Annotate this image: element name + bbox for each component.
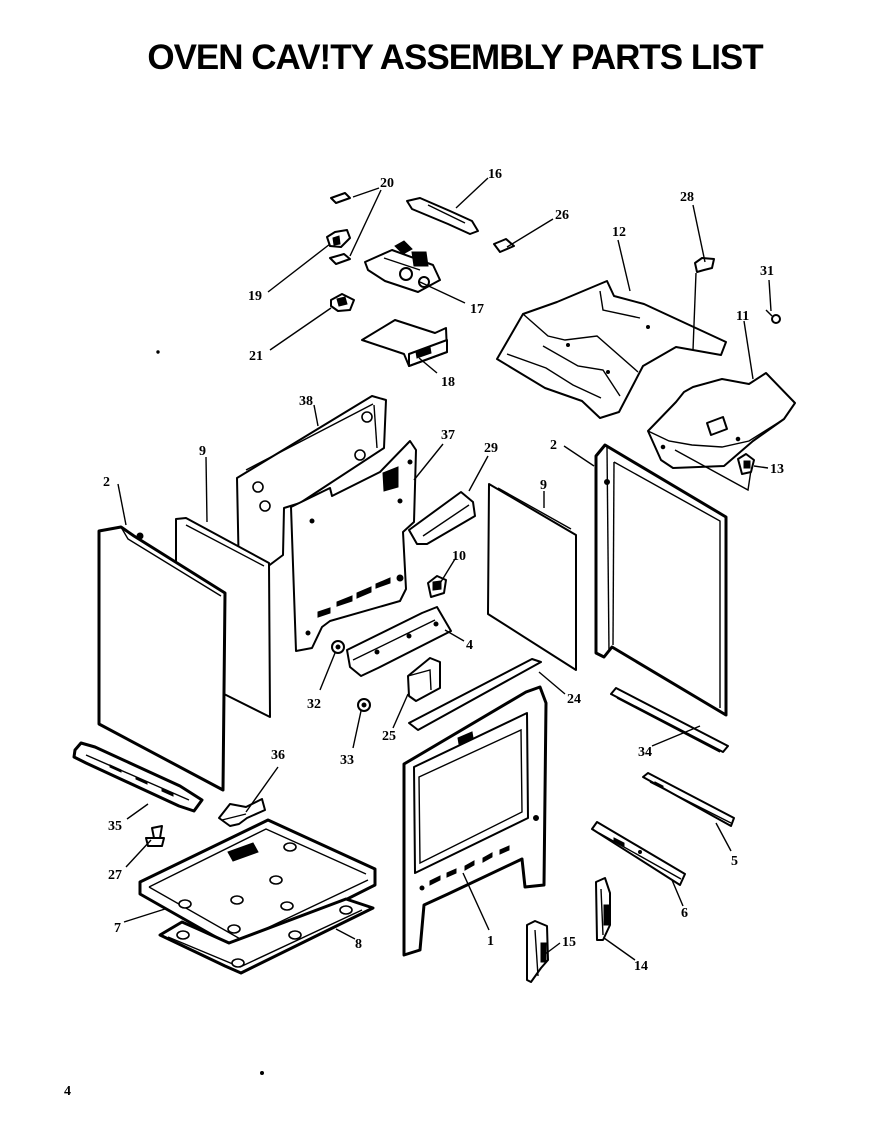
callout-28: 28 xyxy=(680,190,694,205)
part-35-front-rail xyxy=(72,741,204,813)
callout-9-right: 9 xyxy=(540,478,547,493)
part-11-top-bracket xyxy=(647,372,796,492)
callout-2-right: 2 xyxy=(550,438,557,453)
part-8-bottom-panel xyxy=(158,897,375,975)
part-9-right-insulation xyxy=(487,483,577,671)
callout-35: 35 xyxy=(108,819,122,834)
callout-20: 20 xyxy=(380,176,394,191)
callout-34: 34 xyxy=(638,745,652,760)
callout-31: 31 xyxy=(760,264,774,279)
part-18-bracket xyxy=(361,319,448,367)
callout-6: 6 xyxy=(681,906,688,921)
part-32-nut xyxy=(331,640,345,654)
callout-24: 24 xyxy=(567,692,581,707)
part-12-top-duct xyxy=(496,280,727,419)
callout-5: 5 xyxy=(731,854,738,869)
part-2-left-side-panel xyxy=(97,525,227,792)
callout-38: 38 xyxy=(299,394,313,409)
part-26-clip xyxy=(493,238,515,253)
callout-21: 21 xyxy=(249,349,263,364)
part-6-side-rail xyxy=(591,821,686,886)
scan-speck xyxy=(156,350,160,354)
callout-18: 18 xyxy=(441,375,455,390)
part-25-bracket xyxy=(407,657,441,702)
callout-19: 19 xyxy=(248,289,262,304)
part-16-bracket xyxy=(406,197,479,235)
part-28-clip xyxy=(692,257,715,351)
callout-8: 8 xyxy=(355,937,362,952)
part-19-hinge-clip xyxy=(326,229,351,248)
page-number: 4 xyxy=(64,1084,71,1099)
callout-11: 11 xyxy=(736,309,749,324)
part-36-bracket xyxy=(218,798,266,827)
part-5-side-rail xyxy=(642,772,735,827)
callout-32: 32 xyxy=(307,697,321,712)
callout-1: 1 xyxy=(487,934,494,949)
part-4-oven-bottom-bracket xyxy=(346,606,452,677)
part-17-thermostat xyxy=(364,240,441,293)
callout-7: 7 xyxy=(114,921,121,936)
callout-26: 26 xyxy=(555,208,569,223)
callout-16: 16 xyxy=(488,167,502,182)
callout-36: 36 xyxy=(271,748,285,763)
callout-17: 17 xyxy=(470,302,484,317)
callout-27: 27 xyxy=(108,868,122,883)
callout-9-left: 9 xyxy=(199,444,206,459)
callout-37: 37 xyxy=(441,428,455,443)
part-1-front-frame xyxy=(402,685,548,957)
part-2-right-side-panel xyxy=(594,443,728,717)
callout-4: 4 xyxy=(466,638,473,653)
part-24-strip xyxy=(408,658,542,731)
callout-14: 14 xyxy=(634,959,648,974)
callout-10: 10 xyxy=(452,549,466,564)
leader-lines xyxy=(117,177,772,961)
part-33-nut xyxy=(357,698,371,712)
part-15-bracket xyxy=(526,920,549,983)
part-29-bracket xyxy=(408,491,476,545)
part-21-clip xyxy=(330,293,355,312)
callout-2-left: 2 xyxy=(103,475,110,490)
callout-25: 25 xyxy=(382,729,396,744)
scan-speck xyxy=(260,1071,264,1075)
page-title: OVEN CAV!TY ASSEMBLY PARTS LIST xyxy=(147,38,763,77)
part-37-oven-back xyxy=(290,440,417,652)
callout-33: 33 xyxy=(340,753,354,768)
callout-13: 13 xyxy=(770,462,784,477)
part-13-clip xyxy=(737,453,755,475)
callout-12: 12 xyxy=(612,225,626,240)
part-20-clip-lower xyxy=(329,253,351,265)
part-20-clip-upper xyxy=(330,192,351,204)
callout-15: 15 xyxy=(562,935,576,950)
part-31-screw xyxy=(765,309,781,324)
callout-29: 29 xyxy=(484,441,498,456)
part-14-bracket xyxy=(595,877,611,941)
